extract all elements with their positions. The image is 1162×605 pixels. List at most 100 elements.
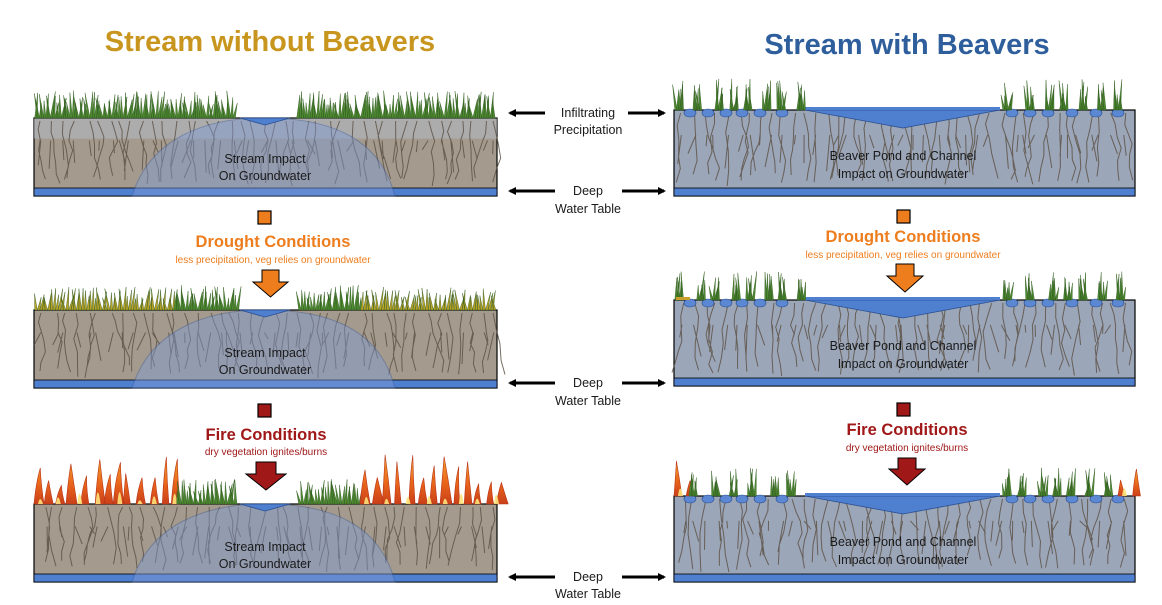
deep-water-line1: Deep <box>573 184 603 198</box>
soil-water-pocket <box>1005 494 1019 504</box>
grass-clump <box>688 472 698 497</box>
stream-channel <box>239 309 291 318</box>
root-system <box>671 302 1133 377</box>
grass-clump <box>1023 80 1035 111</box>
drought-square-icon <box>257 210 272 225</box>
grass-clump <box>692 84 702 111</box>
grass-clump <box>1002 468 1012 497</box>
grass-clump <box>1065 468 1076 497</box>
grass-clump <box>1048 272 1060 301</box>
soil-water-pocket <box>719 298 733 308</box>
fire-core <box>1122 488 1127 496</box>
grass-clump <box>1113 79 1123 111</box>
infiltration-layer <box>34 118 497 139</box>
grass-clump <box>1084 468 1096 497</box>
deep-water-table <box>33 573 498 583</box>
beaver-impact-label-line1: Beaver Pond and Channel <box>830 535 977 549</box>
beaver-impact-label-line2: Impact on Groundwater <box>838 357 969 371</box>
deep-water-line1: Deep <box>573 376 603 390</box>
fire-subtitle: dry vegetation ignites/burns <box>205 447 327 458</box>
soil-water-pocket <box>735 108 749 118</box>
beaver-impact-label-line2: Impact on Groundwater <box>838 167 969 181</box>
deep-water-table-label-3: Deep Water Table <box>508 570 666 601</box>
stream-impact-label-line1: Stream Impact <box>224 152 306 166</box>
soil-water-pocket <box>735 298 749 308</box>
deep-water-line2: Water Table <box>555 202 621 216</box>
soil-water-pocket <box>735 494 749 504</box>
grass-clump <box>1044 79 1055 111</box>
root-system <box>37 120 502 187</box>
grass-clump <box>776 80 787 111</box>
soil-water-pocket <box>701 494 715 504</box>
grass-blades <box>296 284 362 311</box>
grass-clump <box>1097 272 1108 301</box>
grass-blades <box>296 90 496 119</box>
stream-impact-label-line2: On Groundwater <box>219 363 311 377</box>
drought-subtitle: less precipitation, veg relies on ground… <box>805 250 1001 261</box>
grass-clump <box>1025 273 1035 301</box>
soil-water-pocket <box>753 108 767 118</box>
root-system <box>44 506 496 573</box>
grass-clump <box>1037 467 1049 497</box>
grass-clump <box>1017 473 1027 497</box>
grass-clump <box>672 80 684 111</box>
deep-water-table <box>33 187 498 197</box>
infiltrating-precipitation-label: Infiltrating Precipitation <box>508 106 666 137</box>
soil-water-pocket <box>683 298 697 308</box>
soil-water-pocket <box>1023 494 1037 504</box>
grass-clump <box>1078 79 1088 111</box>
grass-clump <box>728 468 739 497</box>
grass-clump <box>711 470 721 497</box>
drought-title: Drought Conditions <box>196 233 351 251</box>
grass-clump <box>1103 472 1114 497</box>
infiltrating-line2: Precipitation <box>554 123 623 137</box>
grass-clump <box>762 80 772 111</box>
dry-edge <box>676 297 690 300</box>
fire-title: Fire Conditions <box>206 426 327 444</box>
deep-water-line2: Water Table <box>555 587 621 601</box>
fire-core <box>678 488 683 496</box>
grass-clump <box>1000 82 1014 111</box>
drought-title: Drought Conditions <box>826 228 981 246</box>
grass-clump <box>731 272 741 301</box>
left-fire-indicator: Fire Conditions dry vegetation ignites/b… <box>205 403 327 491</box>
grass-clump <box>1052 468 1062 497</box>
grass-blades <box>360 287 497 311</box>
grass-clump <box>1002 279 1014 301</box>
grass-clump <box>696 271 706 301</box>
deep-water-table-label-1: Deep Water Table <box>508 184 666 216</box>
soil-water-pocket <box>683 108 697 118</box>
drought-arrow-icon <box>251 269 290 298</box>
right-fire-indicator: Fire Conditions dry vegetation ignites/b… <box>846 402 968 486</box>
left-drought-indicator: Drought Conditions less precipitation, v… <box>175 210 371 298</box>
root-system <box>678 498 1129 573</box>
right-drought-indicator: Drought Conditions less precipitation, v… <box>805 209 1001 293</box>
beaver-impact-label-line1: Beaver Pond and Channel <box>830 149 977 163</box>
grass-clump <box>1097 82 1107 111</box>
grass-clump <box>708 277 720 301</box>
drought-arrow-icon <box>885 263 925 293</box>
grass-blades <box>34 287 176 311</box>
grass-clump <box>714 78 724 111</box>
soil-water-pocket <box>1065 108 1079 118</box>
stream-impact-label-line2: On Groundwater <box>219 557 311 571</box>
grass-clump <box>745 271 757 301</box>
deep-water-table <box>673 573 1136 583</box>
soil-water-pocket <box>775 494 789 504</box>
stream-channel <box>239 503 291 512</box>
fire-flames <box>359 454 509 505</box>
fire-flames <box>1117 468 1141 497</box>
grass-clump <box>1115 271 1126 301</box>
deep-water-table <box>673 187 1136 197</box>
soil-water-pocket <box>1089 108 1103 118</box>
grass-clump <box>743 79 753 111</box>
grass-clump <box>786 470 797 497</box>
soil-water-pocket <box>753 298 767 308</box>
grass-clump <box>747 467 757 497</box>
fire-square-icon <box>896 402 911 417</box>
